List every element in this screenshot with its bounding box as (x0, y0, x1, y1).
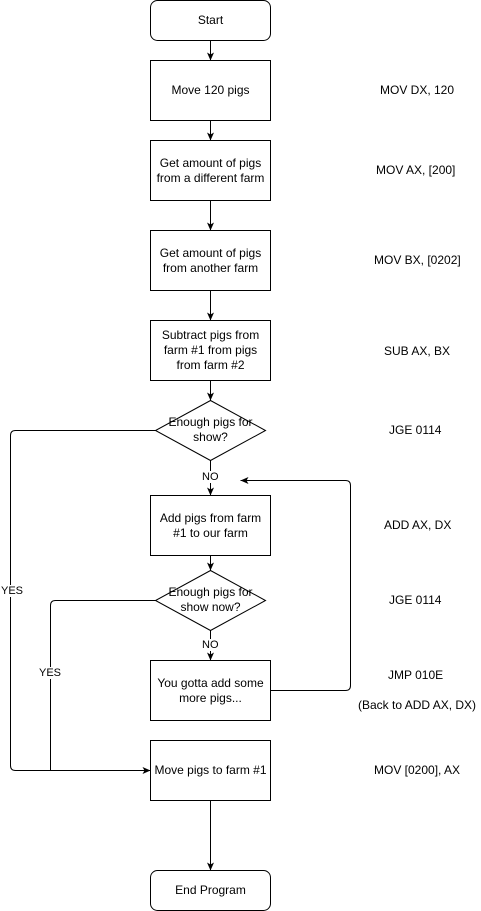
edge-loop-back (240, 477, 351, 691)
no-label-2: NO (201, 639, 220, 651)
start-label: Start (197, 13, 224, 27)
yes-label-1: YES (0, 585, 25, 597)
asm-mov-ax: MOV AX, [200] (376, 163, 456, 177)
asm-sub: SUB AX, BX (384, 344, 451, 358)
get-different-farm-label: Get amount of pigs from a different farm (156, 155, 265, 185)
subtract-label: Subtract pigs from farm #1 from pigs fro… (161, 328, 260, 372)
asm-jmp-note: (Back to ADD AX, DX) (358, 698, 477, 712)
move-120-label: Move 120 pigs (171, 83, 250, 97)
add-pigs-box (150, 495, 271, 556)
edge-yes-outer (10, 430, 156, 774)
move-to-farm-box (150, 740, 271, 801)
enough-pigs-label: Enough pigs for show? (168, 415, 253, 444)
move-120-box (150, 60, 271, 121)
get-another-farm-label: Get amount of pigs from another farm (159, 245, 262, 275)
edge-yes-inner (50, 600, 156, 771)
asm-jmp: JMP 010E (388, 668, 444, 682)
yes-label-2: YES (38, 667, 63, 679)
asm-mov-dx: MOV DX, 120 (380, 83, 455, 97)
asm-jge-1: JGE 0114 (389, 423, 442, 437)
enough-pigs-now-label: Enough pigs for show now? (168, 585, 253, 614)
asm-mov-store: MOV [0200], AX (374, 763, 461, 777)
no-label-1: NO (201, 471, 220, 483)
end-label: End Program (175, 883, 246, 897)
move-to-farm-label: Move pigs to farm #1 (154, 763, 267, 777)
asm-mov-bx: MOV BX, [0202] (374, 253, 461, 267)
asm-add: ADD AX, DX (384, 518, 452, 532)
add-more-pigs-label: You gotta add some more pigs... (157, 675, 264, 705)
asm-jge-2: JGE 0114 (389, 593, 442, 607)
get-another-farm-box (150, 230, 271, 291)
add-pigs-label: Add pigs from farm #1 to our farm (159, 510, 262, 540)
